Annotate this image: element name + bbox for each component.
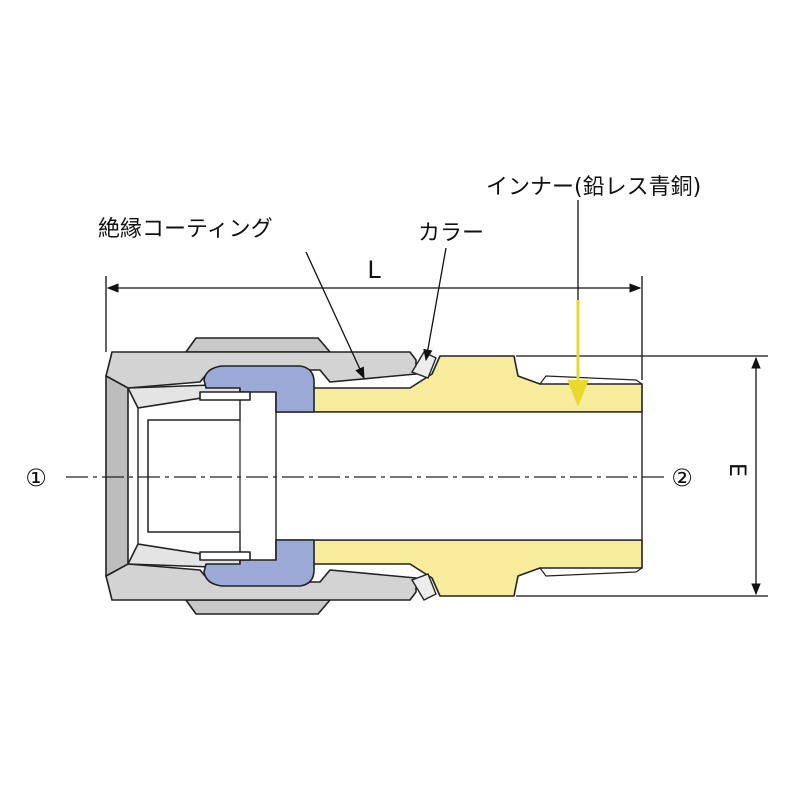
collar-label: カラー bbox=[418, 221, 484, 246]
port-2-label: ② bbox=[671, 464, 693, 492]
outer-body bbox=[105, 337, 417, 615]
nut-bottom bbox=[185, 599, 331, 615]
nut-top bbox=[185, 337, 331, 353]
port-1-label: ① bbox=[25, 464, 47, 492]
insulation-coating bbox=[199, 365, 315, 587]
insulation-coating-label: 絶縁コーティング bbox=[98, 217, 273, 242]
collar-leader bbox=[423, 247, 447, 362]
body-bore bbox=[137, 391, 241, 561]
dimension-E bbox=[516, 355, 768, 597]
dimension-L bbox=[105, 276, 643, 380]
inner-label: インナー(鉛レス青銅) bbox=[486, 175, 701, 200]
insulation-leader bbox=[305, 251, 365, 380]
dimension-L-label: L bbox=[367, 256, 381, 284]
inner-bore bbox=[275, 411, 643, 541]
body-left-face bbox=[105, 375, 129, 577]
dimension-E-label: E bbox=[724, 463, 749, 477]
